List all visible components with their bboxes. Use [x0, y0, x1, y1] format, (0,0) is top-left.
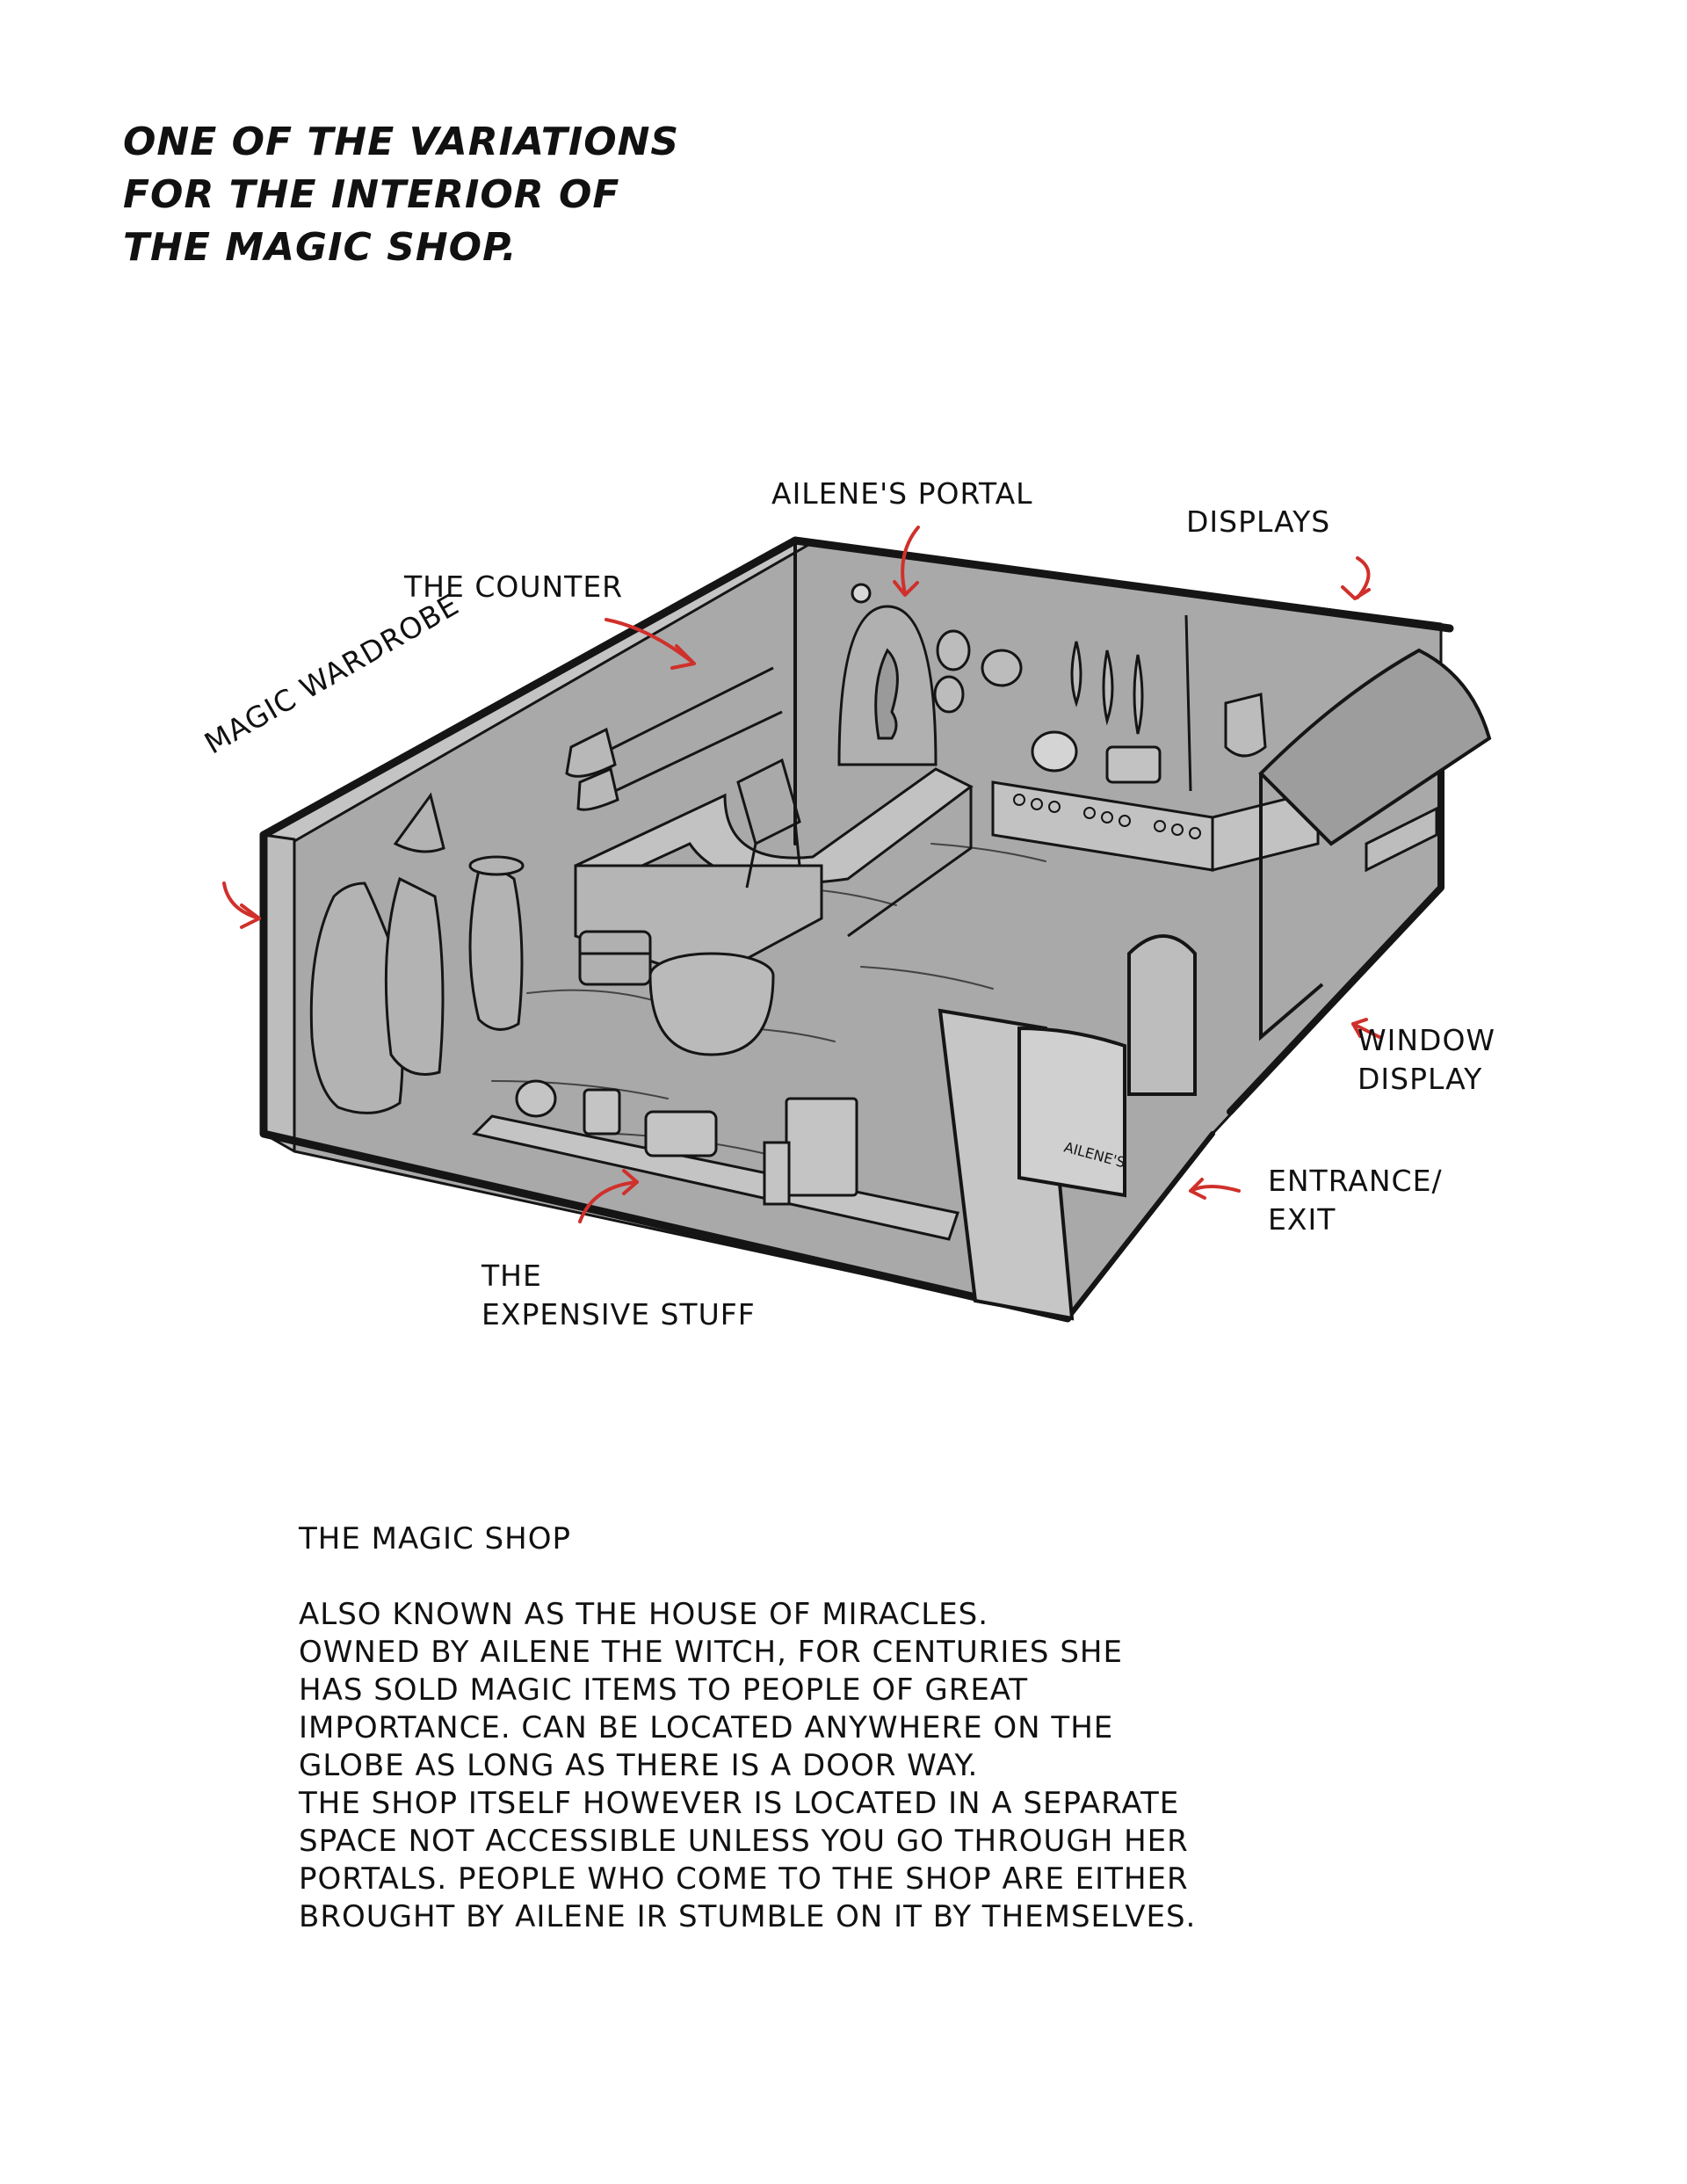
brooms	[565, 666, 783, 811]
hanging-display-items	[1070, 614, 1267, 792]
cauldron	[648, 952, 775, 1056]
window-display	[1258, 648, 1492, 1041]
description-line: BROUGHT BY AILENE IR STUMBLE ON IT BY TH…	[299, 1899, 1197, 1934]
description-line: ALSO KNOWN AS THE HOUSE OF MIRACLES.	[299, 1597, 989, 1632]
arrow-displays	[1341, 556, 1371, 600]
ailenes-portal	[837, 583, 938, 766]
title-line: ONE OF THE VARIATIONS	[123, 120, 680, 164]
arrow-window-display	[1351, 1018, 1381, 1039]
arrow-counter	[605, 618, 696, 670]
label-entrance-exit-line2: EXIT	[1268, 1202, 1336, 1237]
left-wall	[262, 833, 296, 1153]
label-expensive-stuff: THE EXPENSIVE STUFF	[481, 1257, 756, 1334]
title-line: FOR THE INTERIOR OF	[123, 172, 620, 217]
display-shelves	[991, 730, 1320, 872]
description-line: PORTALS. PEOPLE WHO COME TO THE SHOP ARE…	[299, 1861, 1189, 1897]
entrance-door: AILENE'S	[938, 934, 1197, 1321]
arrow-expensive-stuff	[578, 1169, 639, 1223]
wall-masks	[933, 629, 1023, 714]
label-window-display-line2: DISPLAY	[1358, 1062, 1483, 1096]
arrow-entrance	[1189, 1178, 1241, 1200]
label-expensive-stuff-line1: THE	[481, 1259, 542, 1293]
room-outline	[259, 536, 1454, 839]
shop-description: THE MAGIC SHOP ALSO KNOWN AS THE HOUSE O…	[299, 1520, 1617, 1936]
title-line: THE MAGIC SHOP.	[123, 225, 518, 270]
description-line: HAS SOLD MAGIC ITEMS TO PEOPLE OF GREAT	[299, 1672, 1029, 1708]
expensive-stuff-shelf	[472, 1079, 959, 1241]
treasure-chest	[578, 930, 652, 986]
description-line: SPACE NOT ACCESSIBLE UNLESS YOU GO THROU…	[299, 1824, 1189, 1859]
chair	[736, 758, 801, 889]
label-the-counter: THE COUNTER	[404, 570, 624, 604]
magic-wardrobe	[309, 792, 525, 1114]
arrow-wardrobe	[222, 882, 261, 929]
page-title: ONE OF THE VARIATIONS FOR THE INTERIOR O…	[123, 116, 914, 274]
description-line: IMPORTANCE. CAN BE LOCATED ANYWHERE ON T…	[299, 1710, 1114, 1745]
label-entrance-exit: ENTRANCE/ EXIT	[1268, 1162, 1443, 1239]
label-window-display: WINDOW DISPLAY	[1358, 1021, 1495, 1099]
label-entrance-exit-line1: ENTRANCE/	[1268, 1164, 1443, 1198]
label-ailenes-portal: AILENE'S PORTAL	[771, 476, 1033, 511]
label-displays: DISPLAYS	[1186, 504, 1331, 539]
description-line: GLOBE AS LONG AS THERE IS A DOOR WAY.	[299, 1748, 979, 1783]
description-heading: THE MAGIC SHOP	[299, 1521, 571, 1556]
description-line: THE SHOP ITSELF HOWEVER IS LOCATED IN A …	[299, 1786, 1180, 1821]
shop-room	[259, 536, 1454, 1323]
label-expensive-stuff-line2: EXPENSIVE STUFF	[481, 1297, 756, 1331]
label-window-display-line1: WINDOW	[1358, 1023, 1496, 1057]
arrow-portal	[893, 526, 920, 597]
description-line: OWNED BY AILENE THE WITCH, FOR CENTURIES…	[299, 1635, 1123, 1670]
annotation-arrows	[222, 526, 1381, 1223]
